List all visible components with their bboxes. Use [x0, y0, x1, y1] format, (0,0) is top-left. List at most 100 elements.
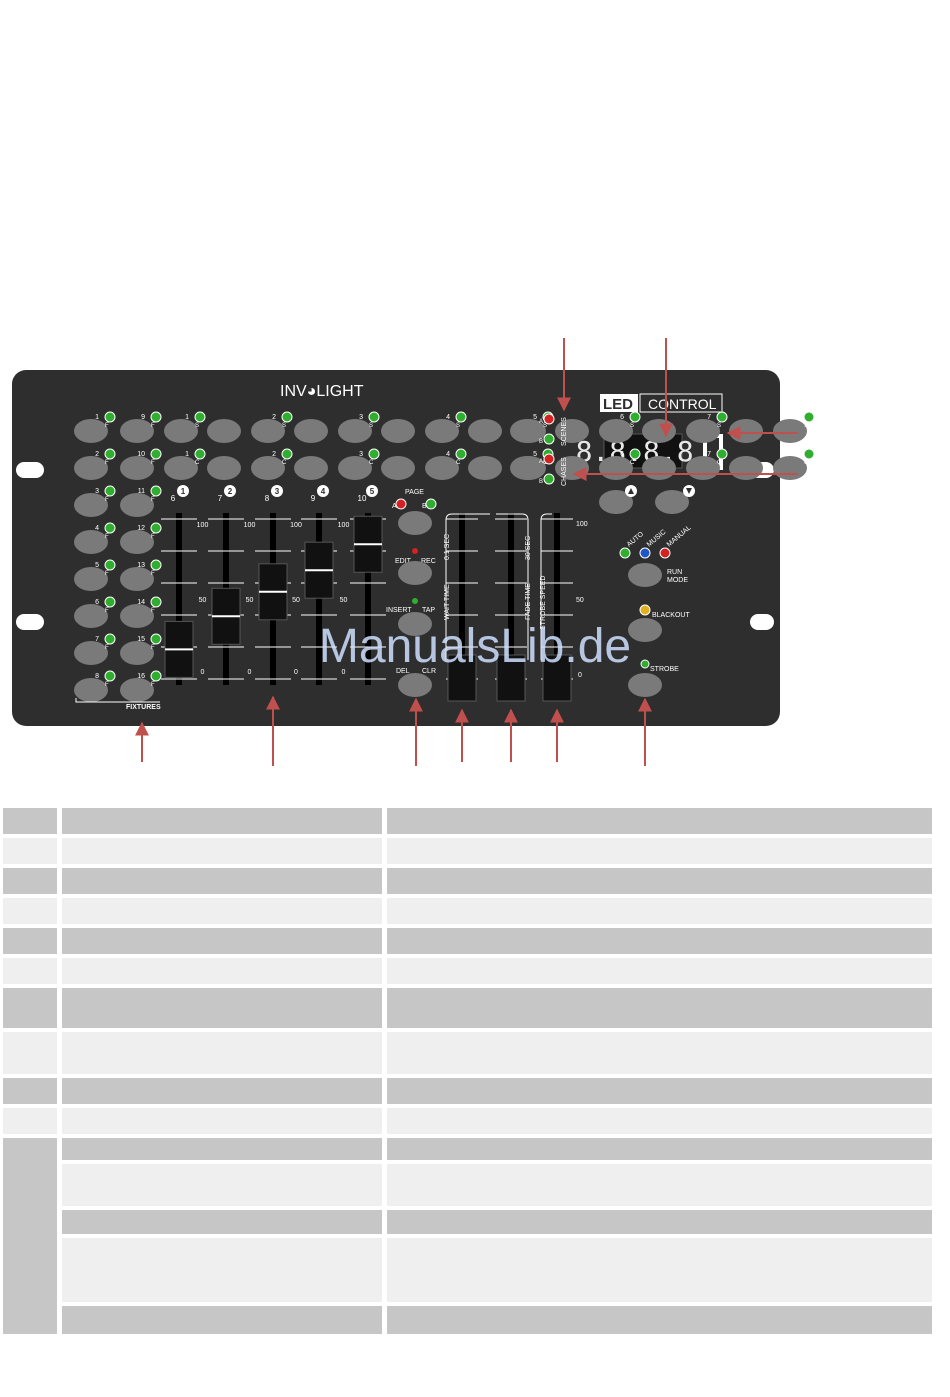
mount-slot: [16, 462, 44, 478]
fixture-button[interactable]: [120, 604, 154, 628]
fixture-button[interactable]: [74, 530, 108, 554]
spacer-button[interactable]: [729, 419, 763, 443]
fixture-button[interactable]: [120, 641, 154, 665]
spacer-button[interactable]: [381, 419, 415, 443]
mount-slot: [750, 614, 774, 630]
scenes-b-label: B: [539, 439, 543, 445]
strobe-fader-knob[interactable]: [542, 654, 572, 702]
chase-letter: C: [282, 460, 287, 466]
blackout-button[interactable]: [628, 618, 662, 642]
spacer-button[interactable]: [207, 419, 241, 443]
fixture-letter: F: [151, 608, 155, 614]
fixture-button[interactable]: [120, 530, 154, 554]
table-subrow: [0, 1238, 950, 1302]
table-row: [0, 1032, 950, 1074]
spacer-button[interactable]: [642, 456, 676, 480]
scene-led: [455, 411, 467, 423]
fixture-button[interactable]: [120, 456, 154, 480]
fixture-button[interactable]: [120, 493, 154, 517]
chase-button[interactable]: [164, 456, 198, 480]
channel-fader-track: [365, 513, 371, 685]
music-led: [639, 547, 651, 559]
scene-button[interactable]: [425, 419, 459, 443]
chase-led: [281, 448, 293, 460]
table-row: [0, 1108, 950, 1134]
chase-led: [455, 448, 467, 460]
chase-letter: C: [630, 460, 635, 466]
edit-rec-button[interactable]: [398, 561, 432, 585]
scene-button[interactable]: [686, 419, 720, 443]
chase-button[interactable]: [686, 456, 720, 480]
scene-button[interactable]: [599, 419, 633, 443]
fixture-button[interactable]: [74, 678, 108, 702]
fixture-button[interactable]: [74, 641, 108, 665]
page-b-label: B: [422, 503, 427, 510]
spacer-button[interactable]: [207, 456, 241, 480]
fixture-led: [104, 522, 116, 534]
strobe-button[interactable]: [628, 673, 662, 697]
fixture-number: 15: [137, 636, 145, 643]
fixture-button[interactable]: [74, 567, 108, 591]
insert-label: INSERT: [386, 607, 412, 614]
fixture-letter: F: [151, 534, 155, 540]
chase-button[interactable]: [773, 456, 807, 480]
del-clr-button[interactable]: [398, 673, 432, 697]
fixture-button[interactable]: [74, 493, 108, 517]
rec-label: REC: [421, 558, 436, 565]
table-row: [0, 898, 950, 924]
fade-fader-knob[interactable]: [496, 654, 526, 702]
scene-button[interactable]: [338, 419, 372, 443]
spacer-button[interactable]: [468, 419, 502, 443]
up-button[interactable]: [599, 490, 633, 514]
chase-led: [194, 448, 206, 460]
page-button[interactable]: [398, 511, 432, 535]
fixture-button[interactable]: [120, 567, 154, 591]
insert-led: [412, 598, 418, 604]
callout-arrows: [135, 338, 798, 766]
channel-top-number: 2: [228, 487, 233, 496]
chases-page-button[interactable]: [510, 456, 544, 480]
fade-fader-track: [508, 513, 514, 685]
strobe-speed-label: STROBE SPEED: [540, 576, 547, 630]
time-fader-bracket: [445, 513, 490, 660]
fixture-led: [104, 448, 116, 460]
strobe-label: STROBE: [650, 666, 679, 673]
svg-text:LED: LED: [603, 396, 633, 413]
fixture-button[interactable]: [120, 678, 154, 702]
chase-button[interactable]: [599, 456, 633, 480]
chase-button[interactable]: [425, 456, 459, 480]
spacer-button[interactable]: [642, 419, 676, 443]
table-header-row: [0, 808, 950, 834]
chase-button[interactable]: [251, 456, 285, 480]
scene-button[interactable]: [164, 419, 198, 443]
time-fader-bracket: [540, 513, 552, 660]
table-row: [0, 928, 950, 954]
controller-figure: INV◕LIGHT LED CONTROL 8.8.8.8. ⇄ 1F9F2F1…: [12, 338, 815, 766]
spacer-button[interactable]: [555, 419, 589, 443]
fixture-button[interactable]: [74, 604, 108, 628]
wait-fader-knob[interactable]: [447, 654, 477, 702]
spacer-button[interactable]: [381, 456, 415, 480]
spacer-button[interactable]: [468, 456, 502, 480]
scale-label-min: 0: [201, 669, 205, 676]
run-mode-button[interactable]: [628, 563, 662, 587]
fixture-led: [104, 485, 116, 497]
chase-number: 4: [446, 451, 450, 458]
scene-button[interactable]: [773, 419, 807, 443]
fixtures-label: FIXTURES: [126, 704, 161, 711]
fixture-button[interactable]: [120, 419, 154, 443]
fixture-button[interactable]: [74, 456, 108, 480]
scenes-page-button[interactable]: [510, 419, 544, 443]
spacer-button[interactable]: [294, 456, 328, 480]
chase-button[interactable]: [338, 456, 372, 480]
down-button[interactable]: [655, 490, 689, 514]
fixture-letter: F: [105, 534, 109, 540]
scene-button[interactable]: [251, 419, 285, 443]
insert-tap-button[interactable]: [398, 612, 432, 636]
spacer-button[interactable]: [294, 419, 328, 443]
fixture-button[interactable]: [74, 419, 108, 443]
chase-number: 7: [707, 451, 711, 458]
scene-number: 8: [794, 414, 798, 421]
product-logo: LED CONTROL: [600, 393, 723, 413]
spacer-button[interactable]: [729, 456, 763, 480]
